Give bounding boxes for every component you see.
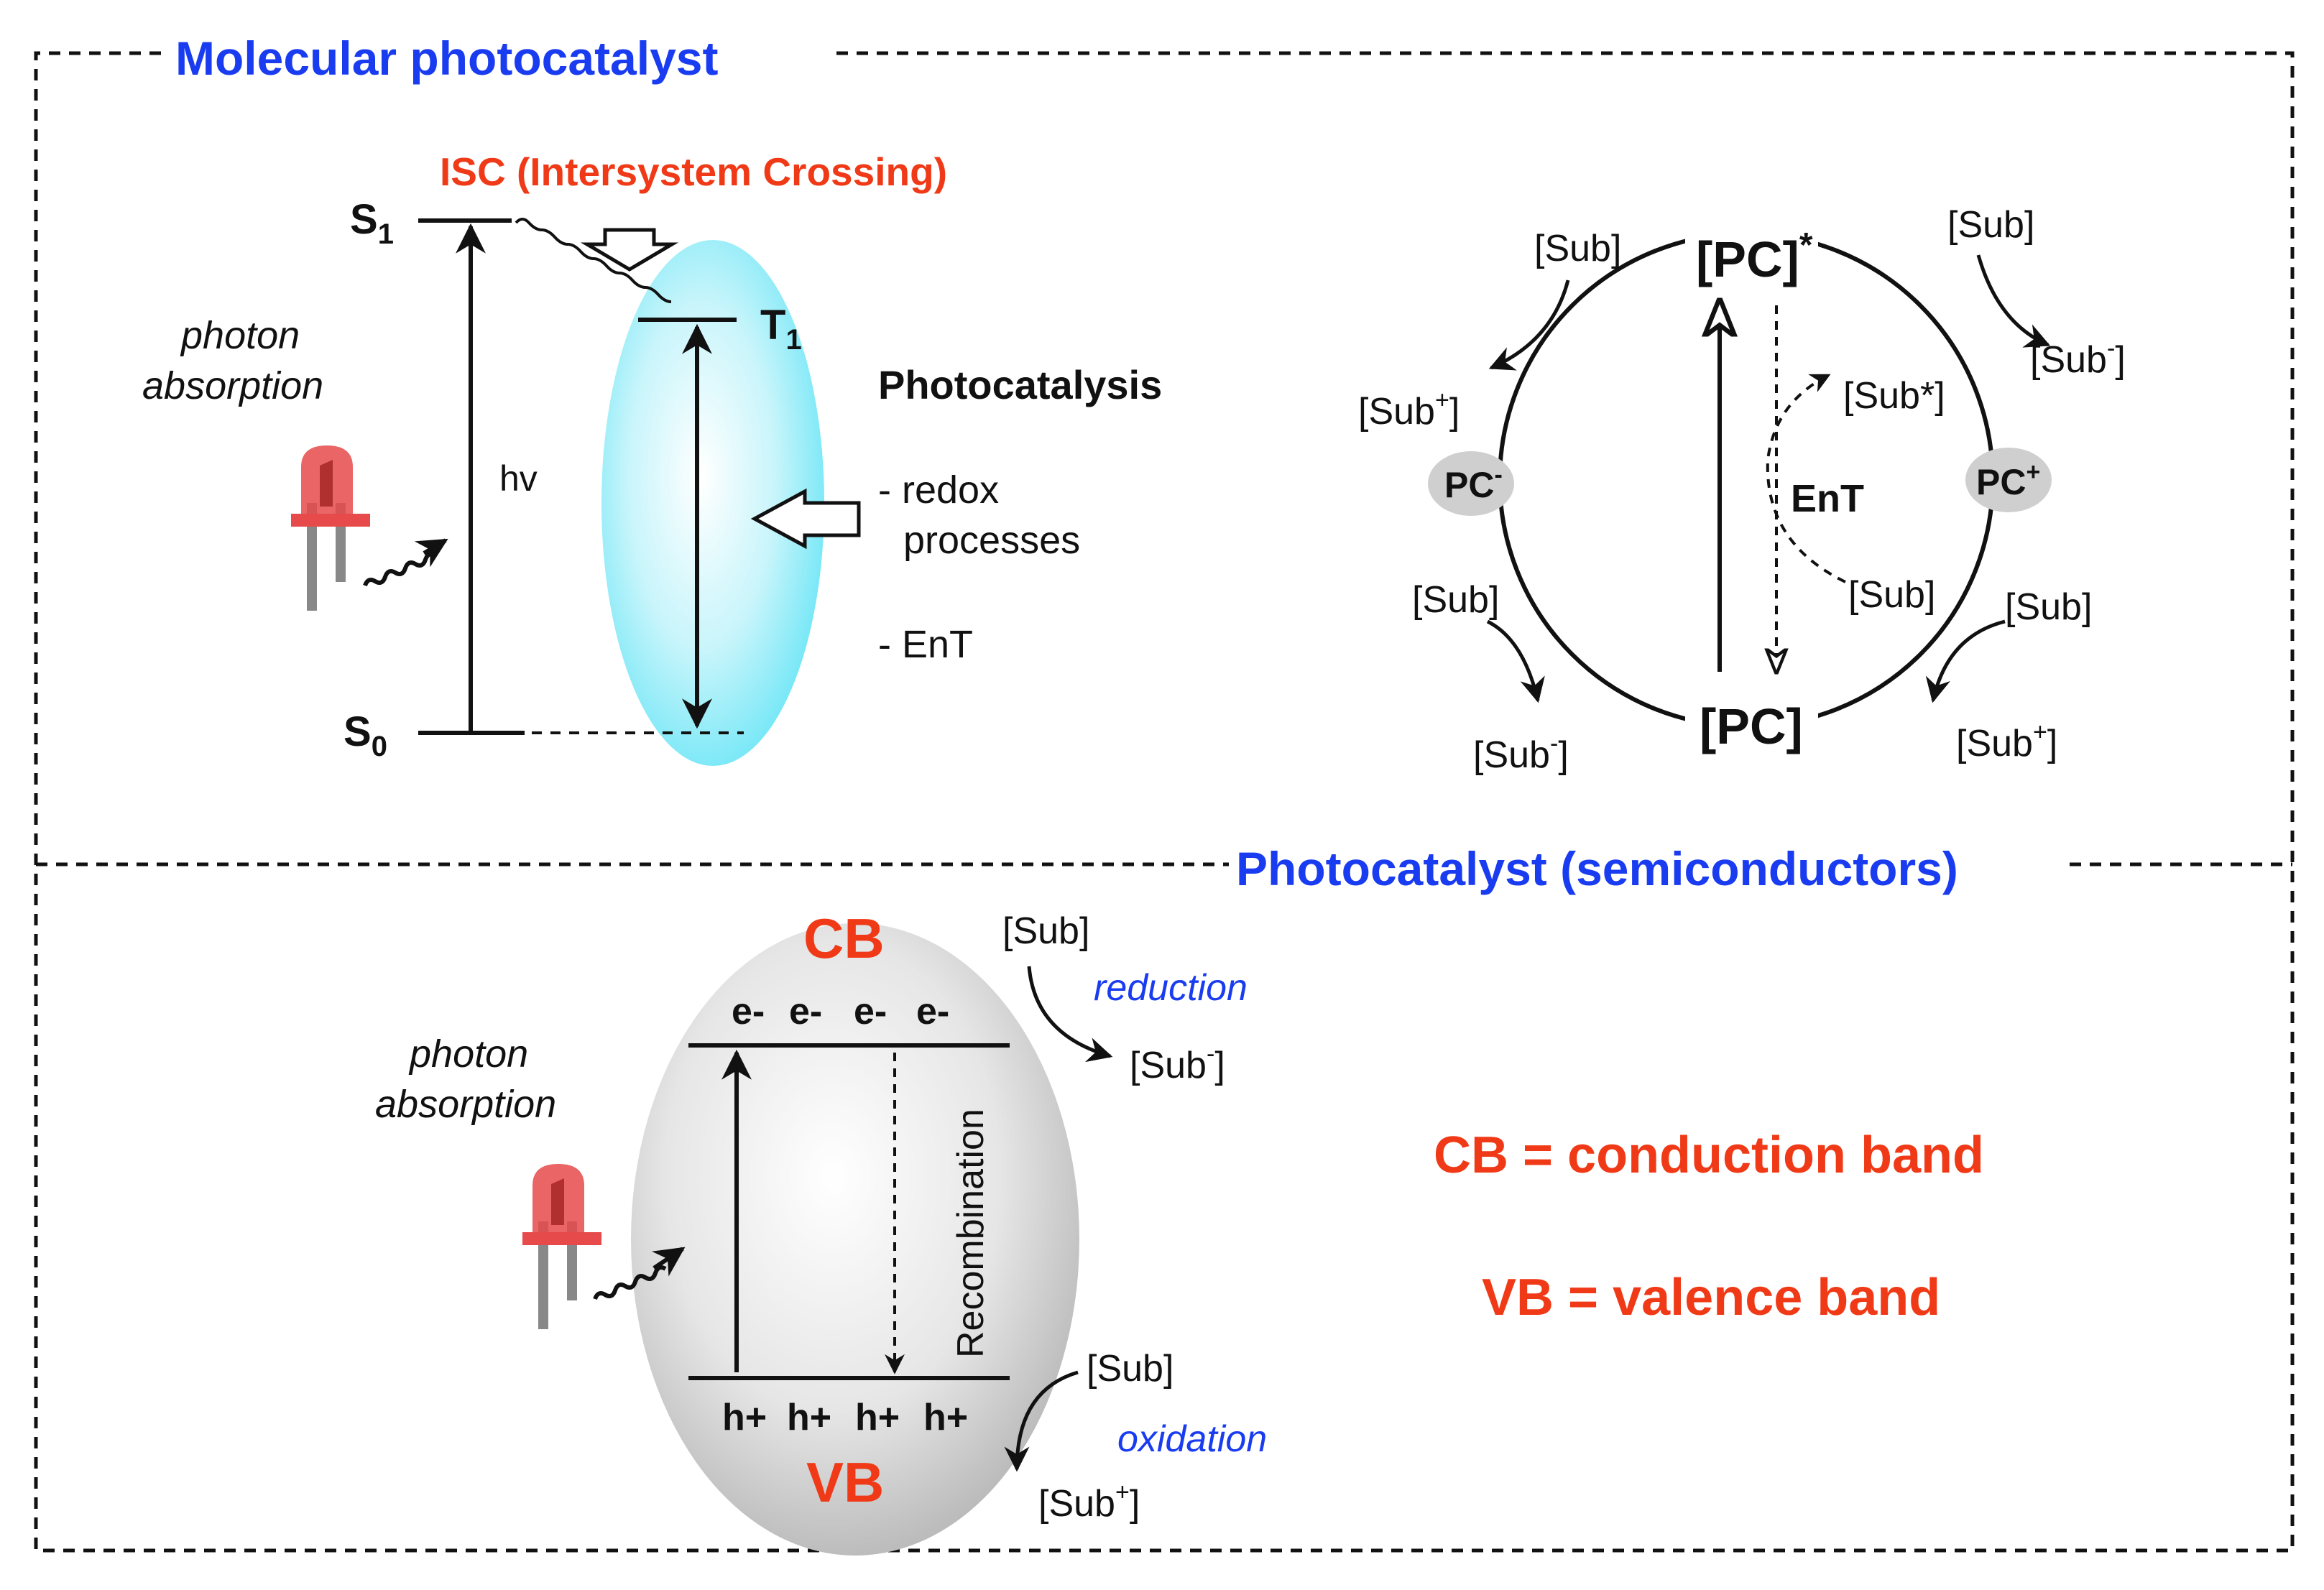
hv-label: hv <box>499 458 538 499</box>
photocatalysis-ellipse <box>601 240 824 766</box>
s1-label: S <box>350 196 378 243</box>
pc-label: [PC] <box>1700 698 1803 754</box>
t1-subscript: 1 <box>785 324 801 356</box>
sub-star-label: [Sub*] <box>1843 375 1945 417</box>
hole: h+ <box>787 1397 831 1438</box>
photon-label-top: photon <box>180 314 300 357</box>
cb-definition: CB = conduction band <box>1434 1127 1984 1184</box>
pc-minus-badge <box>1428 451 1514 516</box>
vb-label: VB <box>806 1451 884 1514</box>
photon-arrow-top <box>414 538 448 568</box>
oxidation-label: oxidation <box>1117 1418 1267 1460</box>
s0-label: S <box>343 708 372 755</box>
absorption-label-bottom: absorption <box>375 1083 556 1126</box>
hole: h+ <box>722 1397 767 1438</box>
isc-wavy-line <box>515 218 672 303</box>
hole: h+ <box>855 1397 900 1438</box>
svg-text:S1: S1 <box>350 196 394 250</box>
electron: e- <box>789 991 822 1032</box>
sub-plus-oxidation: [Sub+] <box>1038 1479 1140 1525</box>
photon-wavy-top <box>363 552 437 587</box>
redox-item-line2: processes <box>903 519 1080 562</box>
svg-text:T1: T1 <box>760 302 802 356</box>
holes: h+ h+ h+ h+ <box>722 1397 968 1438</box>
sub-minus-reduction: [Sub-] <box>1130 1040 1225 1086</box>
s1-subscript: 1 <box>378 218 394 250</box>
semiconductor-particle <box>631 923 1079 1556</box>
arrow-top-left <box>1488 279 1570 371</box>
oxidation-arrow <box>1004 1370 1079 1472</box>
sub-bottom-left: [Sub] <box>1412 579 1499 621</box>
ent-item: - EnT <box>878 623 973 666</box>
isc-down-arrow <box>580 228 679 272</box>
arrow-bottom-right <box>1925 619 2006 703</box>
svg-text:S0: S0 <box>343 708 387 762</box>
sub-plus-bottom-right: [Sub+] <box>1956 718 2057 764</box>
cycle-circle <box>1498 231 1995 729</box>
isc-label: ISC (Intersystem Crossing) <box>440 149 947 194</box>
sub-ent-label: [Sub] <box>1848 574 1935 616</box>
pc-star-label: [PC]* <box>1696 226 1813 287</box>
s1-level: S1 <box>350 196 512 250</box>
vb-definition: VB = valence band <box>1482 1269 1940 1326</box>
electron: e- <box>916 991 949 1032</box>
led-icon <box>291 445 370 611</box>
sub-reduction: [Sub] <box>1002 910 1089 952</box>
photon-label-bottom: photon <box>408 1032 528 1076</box>
sub-minus-bottom-left: [Sub-] <box>1473 730 1569 776</box>
led-icon <box>522 1164 601 1329</box>
top-section-title: Molecular photocatalyst <box>175 32 719 85</box>
pc-minus-label: PC- <box>1444 461 1503 505</box>
electron: e- <box>732 991 765 1032</box>
sub-top-left: [Sub] <box>1534 228 1621 269</box>
electron: e- <box>854 991 887 1032</box>
photocatalysis-heading: Photocatalysis <box>878 362 1162 407</box>
photocatalysis-pointer-arrow <box>750 488 861 550</box>
t1-level: T1 <box>638 302 802 356</box>
reduction-label: reduction <box>1094 967 1248 1009</box>
pc-bg <box>1685 690 1818 758</box>
bottom-section-title: Photocatalyst (semiconductors) <box>1236 842 1958 895</box>
redox-item-line1: - redox <box>878 468 999 512</box>
recombination-label: Recombination <box>950 1109 992 1358</box>
pc-plus-badge <box>1965 448 2052 512</box>
sub-bottom-right: [Sub] <box>2005 586 2092 628</box>
hole: h+ <box>923 1397 968 1438</box>
arrow-top-right <box>1976 254 2051 348</box>
outer-dashed-border <box>34 51 2295 1553</box>
s0-subscript: 0 <box>372 731 387 762</box>
sub-oxidation: [Sub] <box>1087 1348 1173 1390</box>
photon-arrow-bottom <box>651 1247 686 1277</box>
sub-plus-top-left: [Sub+] <box>1358 387 1460 433</box>
arrow-bottom-left <box>1486 619 1545 703</box>
t1-label: T <box>760 302 785 348</box>
frame <box>34 51 2295 1553</box>
cb-label: CB <box>803 907 885 970</box>
ent-arrow <box>1766 374 1846 583</box>
ent-label: EnT <box>1791 477 1864 520</box>
absorption-label-top: absorption <box>142 364 323 407</box>
electrons: e- e- e- e- <box>732 991 949 1032</box>
pc-plus-label: PC+ <box>1976 458 2040 502</box>
sub-top-right: [Sub] <box>1947 204 2034 246</box>
pc-star-bg <box>1685 219 1818 291</box>
sub-minus-top-right: [Sub-] <box>2030 335 2126 381</box>
reduction-arrow <box>1027 966 1113 1063</box>
